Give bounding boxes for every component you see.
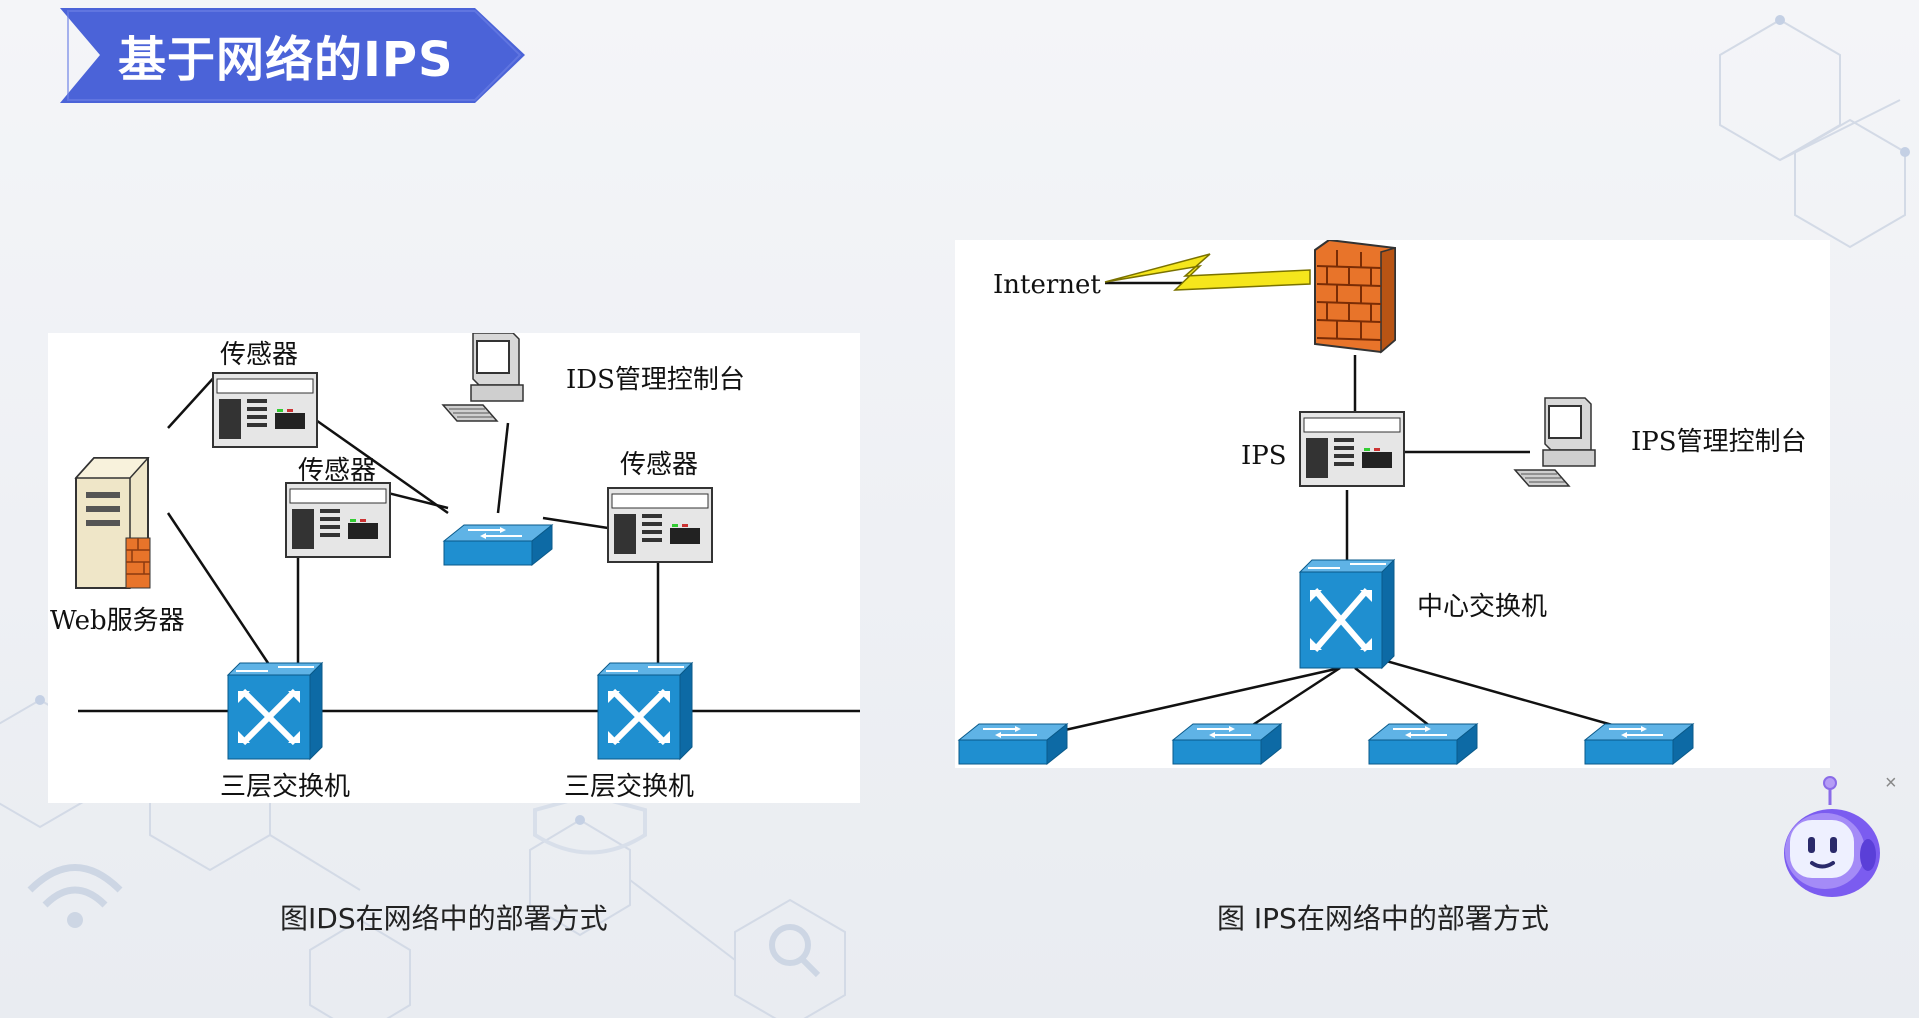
access-switch-2-icon (1172, 723, 1282, 765)
slide-title-banner: 基于网络的IPS (60, 8, 525, 103)
web-server-label: Web服务器 (50, 606, 185, 636)
ips-diagram-caption: 图 IPS在网络中的部署方式 (1217, 902, 1549, 935)
robot-icon (1784, 776, 1880, 897)
ips-console-label: IPS管理控制台 (1631, 427, 1807, 457)
core-switch-icon (1298, 558, 1396, 670)
access-switch-1-icon (958, 723, 1068, 765)
l3-switch-right-label: 三层交换机 (564, 772, 694, 802)
access-switch-3-icon (1368, 723, 1478, 765)
ips-device (1299, 411, 1405, 487)
lightning-icon (1104, 253, 1311, 291)
sensor-mid-device (285, 482, 391, 558)
ids-access-switch-icon (443, 524, 553, 566)
assistant-bot-button[interactable] (1770, 775, 1880, 905)
ips-console-pc-icon (1514, 397, 1596, 487)
ids-diagram-caption: 图IDS在网络中的部署方式 (280, 902, 608, 935)
internet-label: Internet (993, 270, 1101, 300)
ids-console-label: IDS管理控制台 (566, 365, 745, 395)
l3-switch-left-label: 三层交换机 (220, 772, 350, 802)
ips-diagram: Internet IPS IPS管理控制台 中心交换机 (958, 240, 1807, 765)
l3-switch-right-icon (598, 663, 692, 759)
firewall-icon (1314, 240, 1396, 354)
ids-console-pc-icon (442, 333, 524, 422)
ids-diagram-panel: 传感器 传感器 传感器 IDS管理控制台 Web服务器 三层交换机 三层交换机 (48, 333, 860, 803)
ids-connections (78, 372, 860, 713)
core-switch-label: 中心交换机 (1417, 592, 1547, 622)
assistant-close-icon[interactable]: × (1885, 772, 1897, 794)
sensor-right-label: 传感器 (620, 450, 698, 480)
slide-title: 基于网络的IPS (118, 32, 454, 88)
sensor-mid-label: 传感器 (298, 456, 376, 486)
access-switch-4-icon (1584, 723, 1694, 765)
sensor-right-device (607, 487, 713, 563)
ips-connections (1064, 281, 1631, 732)
l3-switch-left-icon (228, 663, 322, 759)
ips-label: IPS (1241, 441, 1287, 471)
sensor-top-device (212, 372, 318, 448)
sensor-top-label: 传感器 (220, 340, 298, 370)
banner-shape (60, 8, 525, 103)
ids-diagram: 传感器 传感器 传感器 IDS管理控制台 Web服务器 三层交换机 三层交换机 (50, 333, 860, 802)
ips-diagram-panel: Internet IPS IPS管理控制台 中心交换机 (955, 240, 1830, 768)
web-server-icon (74, 457, 151, 589)
